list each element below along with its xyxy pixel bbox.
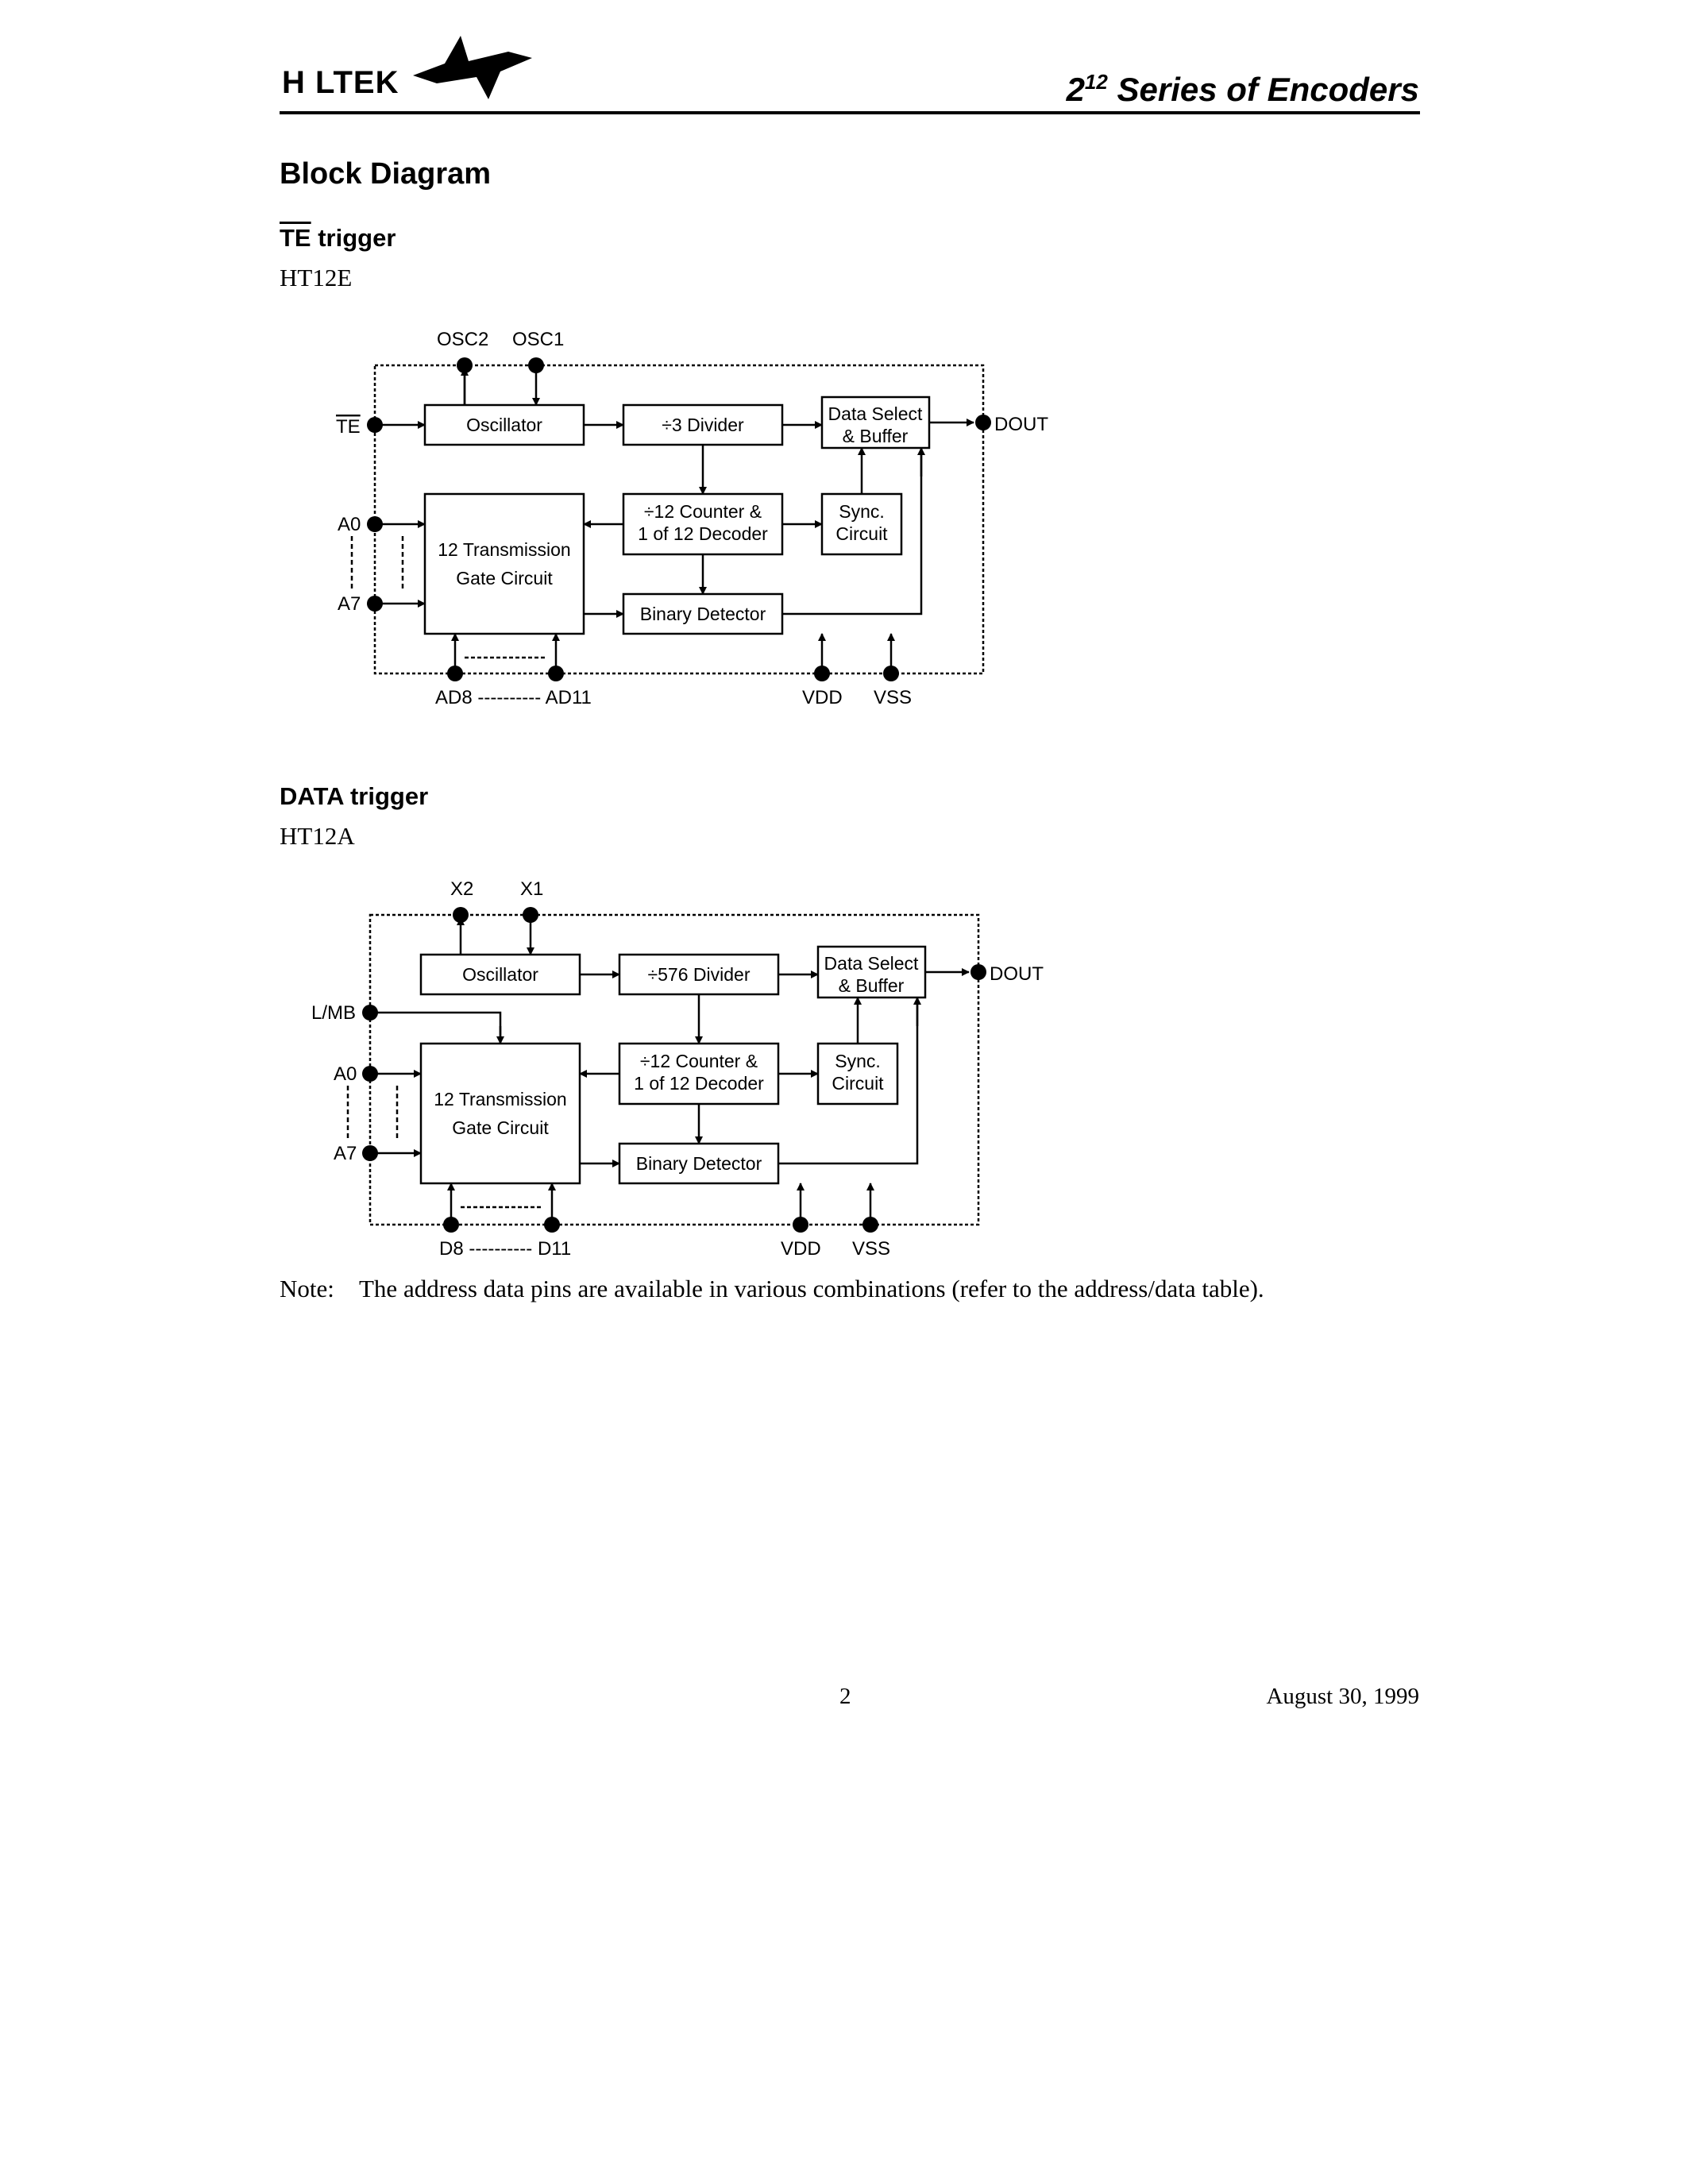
header-rule [280,111,1420,114]
binary-label: Binary Detector [640,604,766,624]
tgate-label-2: Gate Circuit [456,568,553,588]
ht12e-block-diagram: OSC2 OSC1 TE DOUT A0 A7 AD8 ---------- A… [0,318,1694,731]
dout-label: DOUT [994,414,1048,435]
d-range-label: D8 ---------- D11 [439,1238,571,1260]
vss-label: VSS [874,687,912,708]
tgate-label-2: Gate Circuit [452,1117,549,1138]
data-select-label: Data Select [824,953,920,974]
a7-label: A7 [334,1143,357,1164]
tgate-block [419,1042,581,1185]
ht12e-part-name: HT12E [280,264,353,291]
vdd-label: VDD [781,1238,821,1260]
counter-label-2: 1 of 12 Decoder [634,1073,764,1094]
te-pin-label: TE [336,416,361,438]
series-title: 212 Series of Encoders [1066,70,1419,108]
counter-label: ÷12 Counter & [644,501,762,522]
tgate-block [423,492,585,635]
logo-text: H LTEK [282,65,399,100]
data-select-label-2: & Buffer [839,975,905,996]
sync-label-2: Circuit [835,523,888,544]
section-title: Block Diagram [280,157,492,191]
a0-label: A0 [334,1063,357,1085]
tgate-label: 12 Transmission [438,539,570,560]
sync-label: Sync. [835,1051,881,1071]
page-number: 2 [839,1684,851,1709]
a0-label: A0 [338,514,361,535]
data-select-label: Data Select [828,403,924,424]
ht12a-block-diagram: X2 X1 L/MB DOUT A0 A7 D8 ---------- D11 … [0,867,1694,1280]
vdd-label: VDD [802,687,843,708]
te-trigger-heading: TE trigger [280,224,396,252]
data-select-label-2: & Buffer [843,426,909,446]
data-trigger-heading: DATA trigger [280,782,429,810]
x2-label: X2 [450,878,473,900]
a7-label: A7 [338,593,361,615]
oscillator-label: Oscillator [462,964,538,985]
counter-label: ÷12 Counter & [640,1051,758,1071]
osc1-label: OSC1 [512,329,564,350]
footer-date: August 30, 1999 [1266,1684,1419,1709]
ht12a-part-name: HT12A [280,822,355,850]
sync-label: Sync. [839,501,885,522]
divider-label: ÷3 Divider [662,415,744,435]
tgate-label: 12 Transmission [434,1089,566,1109]
x1-label: X1 [520,878,543,900]
ad-range-label: AD8 ---------- AD11 [435,687,592,708]
osc2-label: OSC2 [437,329,488,350]
lmb-label: L/MB [311,1002,356,1024]
note-text: The address data pins are available in v… [359,1275,1264,1302]
note: Note: The address data pins are available… [280,1275,1264,1303]
binary-label: Binary Detector [636,1153,762,1174]
divider-label: ÷576 Divider [648,964,751,985]
sync-label-2: Circuit [832,1073,884,1094]
counter-label-2: 1 of 12 Decoder [638,523,768,544]
note-label: Note: [280,1275,334,1302]
vss-label: VSS [852,1238,890,1260]
dout-label: DOUT [990,963,1044,985]
oscillator-label: Oscillator [466,415,542,435]
holtek-logo-icon [413,36,532,99]
